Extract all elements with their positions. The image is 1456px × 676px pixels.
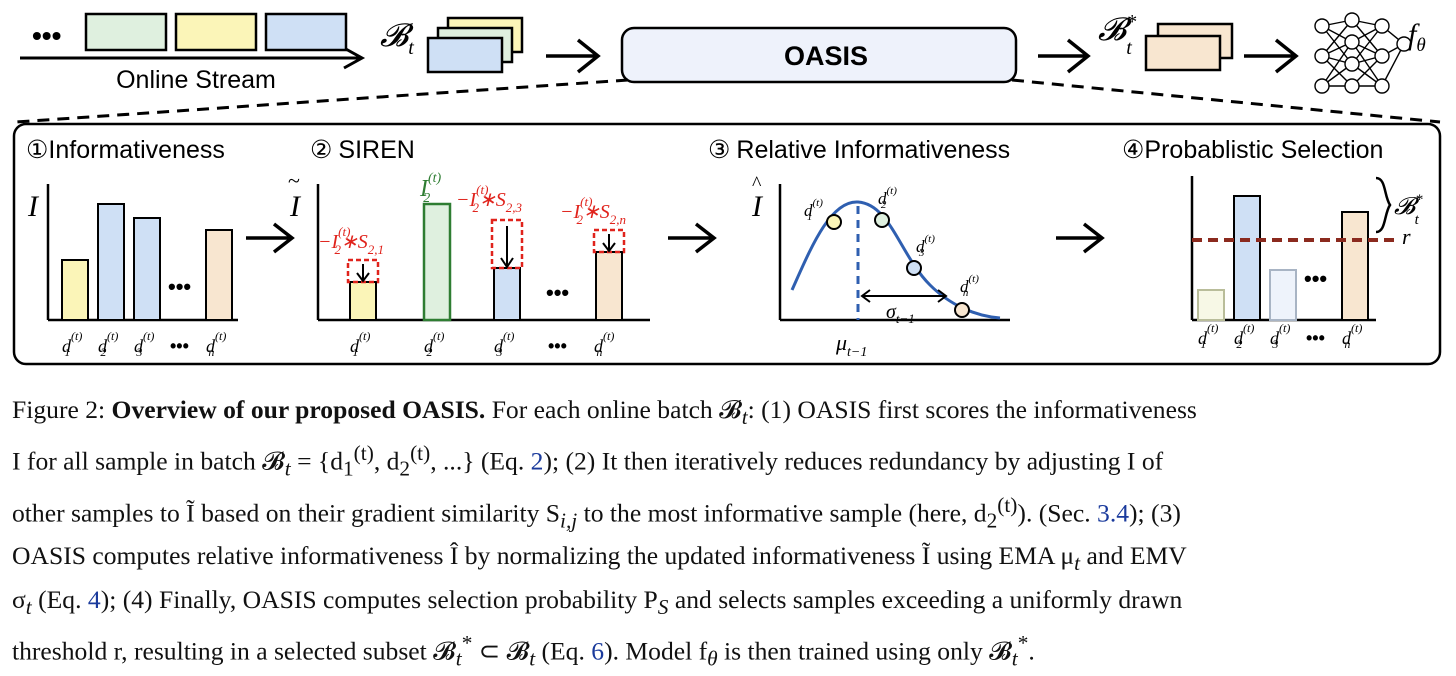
p1-label-d1: d(t)1 xyxy=(62,329,82,359)
p1-axis-label: I xyxy=(27,190,40,223)
caption-title: Overview of our proposed OASIS. xyxy=(111,395,486,424)
p3-point-d2 xyxy=(874,212,890,228)
p2-axis-label: I xyxy=(289,190,302,223)
batch-stack-front xyxy=(426,36,504,74)
p3-sigma-arrow xyxy=(860,289,948,303)
p1-bar-dn xyxy=(205,229,233,321)
p2-label-d1: d(t)1 xyxy=(350,329,370,359)
p2-bar-d3 xyxy=(493,267,521,321)
p4-label-ellipsis: ••• xyxy=(1306,328,1325,348)
stream-arrow-head xyxy=(343,46,366,70)
to-oasis-arrow xyxy=(546,38,601,74)
p3-label-dn: d(t)n xyxy=(960,273,979,299)
selected-batch-label: 𝓑*t xyxy=(1098,11,1136,59)
zoom-line-left xyxy=(15,78,629,124)
caption-line-4: OASIS computes relative informativeness … xyxy=(12,541,1187,576)
stream-batch-green xyxy=(84,12,168,52)
arrow-3-4 xyxy=(1056,222,1105,254)
caption-fig-label: Figure 2: xyxy=(12,395,106,424)
stream-label: Online Stream xyxy=(116,66,276,94)
p2-bar-d1 xyxy=(349,281,377,321)
p4-brace xyxy=(1375,176,1392,234)
p4-bar-d1 xyxy=(1197,289,1225,321)
step1-title: ①Informativeness xyxy=(26,136,225,164)
p4-label-d3: d(t)3 xyxy=(1270,321,1290,351)
p1-bar-d3 xyxy=(133,217,161,321)
p2-label-d3: d(t)3 xyxy=(494,329,514,359)
p4-label-dn: d(t)n xyxy=(1342,321,1362,351)
p2-bar-dn xyxy=(595,251,623,321)
p2-tilde: ~ xyxy=(288,168,300,193)
eq2-link[interactable]: 2 xyxy=(530,446,544,476)
p2-label-ellipsis: ••• xyxy=(548,336,567,356)
p1-label-dn: d(t)n xyxy=(206,329,226,359)
figure-caption: Figure 2: Overview of our proposed OASIS… xyxy=(12,392,1446,676)
p1-bar-d1 xyxy=(61,259,89,321)
p2-adjust-d3: −I(t)2∗S2,3 xyxy=(456,182,522,215)
p2-bar-d2 xyxy=(422,202,452,322)
p4-threshold-label: r xyxy=(1402,224,1411,249)
p3-point-dn xyxy=(954,302,970,318)
step4-title: ④Probablistic Selection xyxy=(1122,136,1383,164)
p1-ellipsis: ••• xyxy=(168,274,191,299)
arrow-1-2 xyxy=(246,222,295,254)
batch-label: 𝓑t xyxy=(380,17,414,59)
p3-point-d1 xyxy=(826,214,842,230)
p4-ellipsis: ••• xyxy=(1304,266,1327,291)
oasis-box xyxy=(620,26,1018,84)
p4-label-d1: d(t)1 xyxy=(1198,321,1218,351)
p2-adjust-dn: −I(t)2∗S2,n xyxy=(560,194,626,227)
caption-line-5: σt (Eq. 4); (4) Finally, OASIS computes … xyxy=(12,584,1183,619)
overview-figure: ••• Online Stream 𝓑t OASIS 𝓑*t fθ ①Infor… xyxy=(12,11,1442,366)
p2-ellipsis: ••• xyxy=(546,280,569,305)
p2-adjust-d1: −I(t)2∗S2,1 xyxy=(318,224,384,257)
to-model-arrow xyxy=(1244,38,1299,74)
p1-label-ellipsis: ••• xyxy=(170,336,189,356)
p4-bar-d3 xyxy=(1269,269,1297,321)
p3-hat: ^ xyxy=(752,173,762,195)
p3-label-d2: d(t)2 xyxy=(878,185,897,211)
p1-label-d2: d(t)2 xyxy=(98,329,118,359)
caption-line-2: I for all sample in batch 𝓑t = {d1(t), d… xyxy=(12,441,1164,481)
p4-selected-label: 𝓑*t xyxy=(1394,192,1423,228)
p2-top-label: I(t)2 xyxy=(419,171,442,206)
model-label: fθ xyxy=(1408,18,1426,56)
p4-label-d2: d(t)2 xyxy=(1234,321,1254,351)
p2-label-d2: d(t)2 xyxy=(424,329,444,359)
from-oasis-arrow xyxy=(1038,38,1091,74)
zoom-line-right xyxy=(1011,78,1441,124)
caption-line-6: threshold r, resulting in a selected sub… xyxy=(12,630,1035,671)
p3-sigma-label: σt−1 xyxy=(886,301,915,326)
stream-batch-yellow xyxy=(174,12,258,52)
stream-ellipsis: ••• xyxy=(32,20,61,51)
sec34-link[interactable]: 3.4 xyxy=(1097,498,1130,528)
p3-label-d1: d(t)1 xyxy=(804,197,823,223)
p3-point-d3 xyxy=(906,260,922,276)
p3-label-d3: d(t)3 xyxy=(916,233,935,259)
p1-label-d3: d(t)3 xyxy=(134,329,154,359)
p1-bar-d2 xyxy=(97,203,125,321)
caption-line-3: other samples to Ĩ based on their gradie… xyxy=(12,492,1181,533)
stream-batch-blue xyxy=(264,12,348,52)
p3-mu-label: μt−1 xyxy=(835,330,867,360)
oasis-label: OASIS xyxy=(784,41,868,71)
selected-stack-front xyxy=(1144,34,1222,72)
p2-label-dn: d(t)n xyxy=(594,329,614,359)
p3-axis-label: I xyxy=(751,190,764,223)
p2-down-arrow-d3 xyxy=(500,226,514,269)
arrow-2-3 xyxy=(668,222,717,254)
caption-line-1: Figure 2: Overview of our proposed OASIS… xyxy=(12,395,1197,430)
p2-down-arrow-dn xyxy=(602,234,616,253)
eq6-link[interactable]: 6 xyxy=(591,636,605,666)
eq4-link[interactable]: 4 xyxy=(87,584,101,614)
p4-bar-dn xyxy=(1341,211,1369,321)
neural-network-icon xyxy=(1314,12,1412,94)
p2-down-arrow-d1 xyxy=(356,264,370,283)
p4-bar-d2 xyxy=(1233,195,1261,321)
